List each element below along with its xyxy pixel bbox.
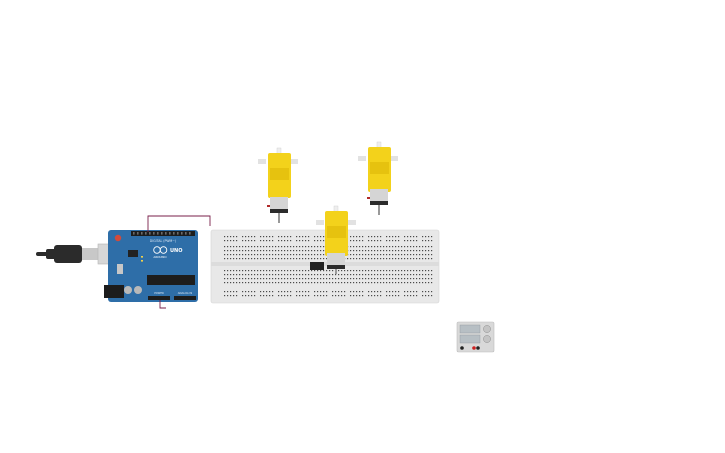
usb-plug-icon (54, 245, 82, 263)
microcontroller-chip (147, 275, 195, 285)
wire-purple-top[interactable] (147, 215, 211, 232)
analog-header (174, 296, 196, 300)
positive-terminal[interactable] (472, 346, 476, 350)
current-knob[interactable] (483, 335, 491, 343)
brand-label: ARDUINO (153, 255, 167, 259)
dc-motor-center[interactable] (310, 205, 356, 274)
arduino-uno-board[interactable]: DIGITAL (PWM~) UNO ARDUINO POWER ANALOG … (104, 230, 198, 302)
power-jack (104, 285, 124, 298)
power-label: POWER (154, 291, 164, 295)
capacitor (134, 286, 142, 294)
digital-label: DIGITAL (PWM~) (150, 239, 176, 243)
dc-motor-right[interactable] (358, 141, 398, 215)
power-header (148, 296, 170, 300)
arduino-logo-icon (153, 246, 168, 254)
crystal (117, 264, 123, 274)
capacitor (124, 286, 132, 294)
voltage-knob[interactable] (483, 325, 491, 333)
power-supply[interactable] (456, 321, 495, 353)
reset-button-icon[interactable] (114, 234, 122, 242)
terminal-icon (310, 262, 324, 270)
wire-purple-bottom[interactable] (159, 300, 166, 309)
uno-label: UNO (170, 248, 183, 254)
ground-terminal[interactable] (476, 346, 480, 350)
digital-header (131, 231, 195, 236)
current-display (459, 334, 481, 344)
analog-label: ANALOG IN (178, 291, 192, 295)
usb-chip (128, 250, 138, 257)
usb-cable[interactable] (36, 243, 121, 265)
voltage-display (459, 324, 481, 334)
dc-motor-left[interactable] (258, 147, 298, 223)
negative-terminal[interactable] (460, 346, 464, 350)
